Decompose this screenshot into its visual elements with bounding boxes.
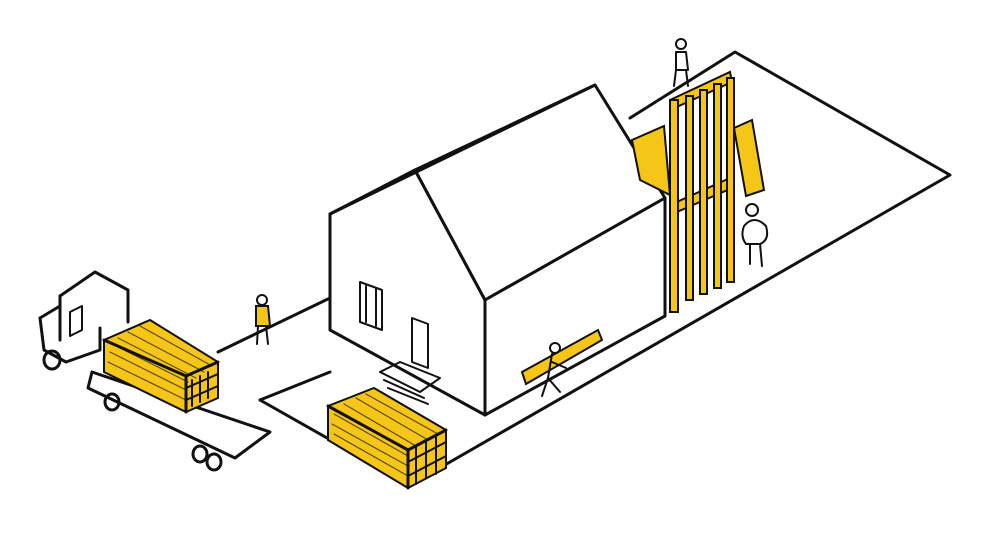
house-door bbox=[411, 317, 429, 369]
truck-bed bbox=[86, 370, 272, 460]
lumber-stack-on-ground bbox=[326, 386, 448, 490]
house bbox=[328, 83, 667, 417]
truck-wheel-rear-3 bbox=[205, 452, 223, 472]
flatbed-truck bbox=[38, 270, 272, 472]
truck-wheel-front bbox=[42, 349, 62, 371]
truck-window bbox=[69, 305, 83, 337]
wall-frame bbox=[630, 70, 766, 313]
worker-on-frame bbox=[673, 38, 689, 87]
worker-pushing-frame bbox=[741, 203, 769, 267]
worker-carrying-board bbox=[520, 328, 604, 397]
house-steps bbox=[379, 361, 441, 405]
worker-near-truck bbox=[255, 294, 272, 345]
truck-wheel-rear-1 bbox=[103, 392, 121, 412]
lumber-stack-on-truck bbox=[102, 318, 220, 414]
truck-wheel-rear-2 bbox=[191, 444, 209, 464]
house-window bbox=[359, 281, 383, 331]
